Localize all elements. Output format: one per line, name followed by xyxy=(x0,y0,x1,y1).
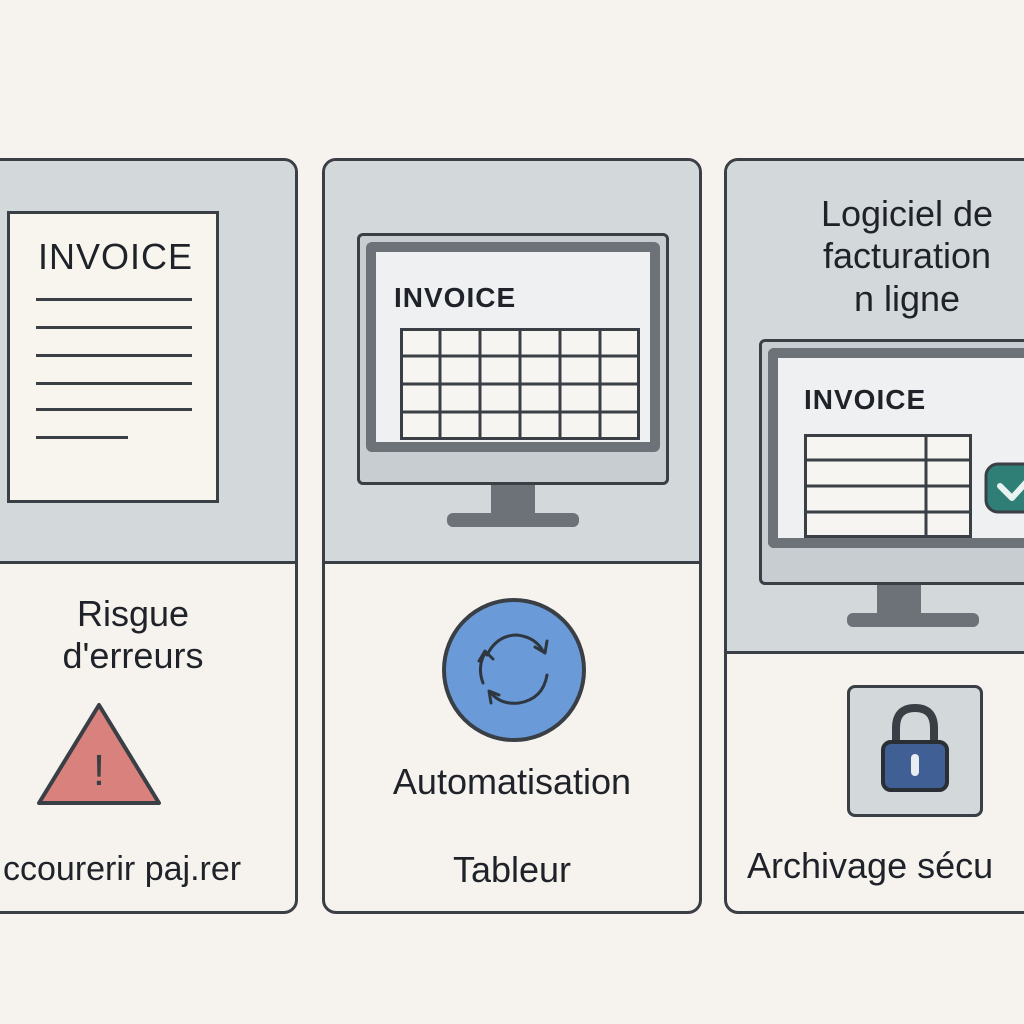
risk-heading-line1: Risgue xyxy=(76,593,190,634)
monitor-stand-base xyxy=(447,513,579,527)
software-heading: Logiciel de facturation n ligne xyxy=(787,193,1024,320)
panel-spreadsheet: INVOICE xyxy=(322,158,702,914)
risk-heading: Risgue d'erreurs xyxy=(23,593,243,678)
panel-spreadsheet-illustration: INVOICE xyxy=(325,161,699,564)
paper-invoice-title: INVOICE xyxy=(38,236,194,277)
monitor-stand-neck xyxy=(877,585,921,615)
monitor-stand-neck xyxy=(491,485,535,515)
automation-label: Automatisation xyxy=(392,761,632,802)
software-heading-line1: Logiciel de xyxy=(820,193,994,234)
monitor: INVOICE xyxy=(357,233,669,485)
panel-software-illustration: Logiciel de facturation n ligne INVOICE xyxy=(727,161,1024,654)
screen-invoice-title: INVOICE xyxy=(394,282,517,313)
monitor-screen: INVOICE xyxy=(366,242,660,452)
warning-triangle-icon: ! xyxy=(37,703,161,805)
paper-caption: ccourerir paj.rer xyxy=(3,850,242,888)
panel-paper-illustration: INVOICE xyxy=(0,161,295,564)
check-icon xyxy=(984,462,1024,514)
spreadsheet-grid xyxy=(400,328,640,440)
screen-invoice-title: INVOICE xyxy=(804,384,927,415)
monitor-stand-base xyxy=(847,613,979,627)
paper-invoice-document: INVOICE xyxy=(7,211,219,503)
document-line xyxy=(36,298,192,301)
padlock-icon xyxy=(881,703,949,792)
panel-paper: INVOICE Risgue d'erreurs ! ccourerir paj… xyxy=(0,158,298,914)
document-line xyxy=(36,408,192,411)
software-heading-line3: n ligne xyxy=(853,277,961,319)
panel-software: Logiciel de facturation n ligne INVOICE xyxy=(724,158,1024,914)
document-line xyxy=(36,436,128,439)
monitor: INVOICE xyxy=(759,339,1024,585)
software-heading-line2: facturation xyxy=(822,235,992,277)
document-line xyxy=(36,326,192,329)
risk-heading-line2: d'erreurs xyxy=(62,635,204,677)
lock-tile xyxy=(847,685,983,817)
archive-caption: Archivage sécu xyxy=(747,845,994,886)
spreadsheet-label: Tableur xyxy=(452,849,572,890)
document-line xyxy=(36,354,192,357)
document-line xyxy=(36,382,192,385)
invoice-table xyxy=(804,434,972,538)
warning-mark: ! xyxy=(93,746,105,795)
monitor-screen: INVOICE xyxy=(768,348,1024,548)
cycle-arrows-icon xyxy=(442,598,586,742)
